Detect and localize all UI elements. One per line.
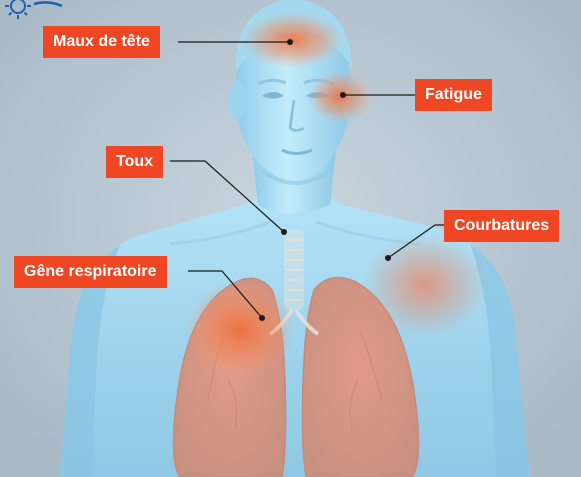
breathing-dot [259,315,265,321]
breathing-label: Gêne respiratoire [14,256,167,288]
fatigue-dot [340,92,346,98]
lung-hotspot [185,280,295,380]
left-ear [228,80,246,120]
fatigue-hotspot [308,71,372,123]
cough-label: Toux [106,146,163,178]
headache-label: Maux de tête [43,26,160,58]
body-aches-label: Courbatures [444,210,559,242]
body-aches-dot [385,255,391,261]
cough-dot [281,229,287,235]
headache-dot [287,39,293,45]
fatigue-label: Fatigue [415,79,492,111]
body-aches-hotspot [363,233,487,337]
headache-hotspot [241,12,345,68]
